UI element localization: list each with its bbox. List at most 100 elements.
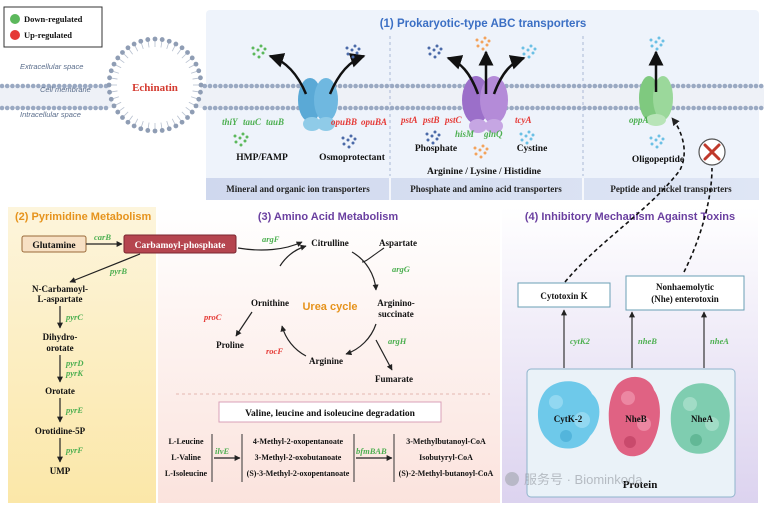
aspartate-label: Aspartate — [379, 238, 417, 248]
echinatin-label: Echinatin — [132, 82, 178, 94]
fumarate-label: Fumarate — [375, 374, 413, 384]
ncarb-label-2: L-aspartate — [38, 294, 83, 304]
legend-down-dot — [10, 14, 20, 24]
substrate-phosphate: Phosphate — [415, 144, 457, 154]
protein-label: Protein — [623, 479, 658, 491]
arrow-orn-cit — [279, 244, 307, 267]
legend-up-dot — [10, 30, 20, 40]
inhibit-x-icon — [698, 138, 726, 166]
molecule-dots — [233, 36, 665, 159]
gene-cytK2: cytK2 — [570, 336, 591, 346]
gene-pstA: pstA — [400, 115, 418, 125]
abc-title: (1) Prokaryotic-type ABC transporters — [380, 18, 587, 30]
gene-pyrE: pyrE — [65, 405, 83, 415]
substrate-aa: Arginine / Lysine / Histidine — [427, 167, 541, 177]
gene-argH: argH — [388, 336, 407, 346]
ump-label: UMP — [50, 466, 71, 476]
substrate-osmo: Osmoprotectant — [319, 153, 386, 163]
amino-title: (3) Amino Acid Metabolism — [258, 211, 399, 223]
substrate-hmp: HMP/FAMP — [236, 153, 288, 163]
pyrimidine-panel-bg — [8, 207, 156, 503]
gene-nheA: nheA — [710, 336, 729, 346]
gene-ilvE: ilvE — [215, 446, 229, 456]
vli-right-1: Isobutyryl-CoA — [419, 453, 473, 462]
gene-hisM: hisM — [455, 129, 475, 139]
protein-nhea-label: NheA — [691, 414, 713, 424]
legend: Down-regulated Up-regulated — [3, 6, 103, 48]
pyrimidine-title: (2) Pyrimidine Metabolism — [15, 211, 152, 223]
cytotoxin-box — [517, 282, 611, 308]
gene-argF: argF — [262, 234, 280, 244]
arrow-phosphate — [446, 55, 480, 95]
gene-rocF: rocF — [266, 346, 283, 356]
category-bar — [206, 178, 759, 200]
vli-right-2: (S)-2-Methyl-butanoyl-CoA — [399, 469, 494, 478]
orotate-label: Orotate — [45, 386, 75, 396]
toxin-title: (4) Inhibitory Mechanism Against Toxins — [525, 211, 735, 223]
dashed-cytotoxin-to-oppA — [564, 117, 685, 283]
gene-opuBA: opuBA — [361, 117, 387, 127]
ncarb-label-1: N-Carbamoyl- — [32, 284, 88, 294]
nhe-box — [625, 275, 745, 311]
gene-nheB: nheB — [638, 336, 657, 346]
gene-oppA: oppA — [629, 115, 649, 125]
arrow-osmo-out — [328, 53, 366, 95]
echinatin-vesicle — [106, 36, 204, 134]
gene-pyrK: pyrK — [65, 368, 84, 378]
arrow-argF — [237, 241, 303, 251]
transporter-peptide — [639, 76, 673, 126]
extracellular-label: Extracellular space — [20, 62, 83, 71]
arrow-cystine — [492, 55, 526, 95]
dashed-nhe-to-oppA — [683, 167, 713, 273]
gene-tauB: tauB — [266, 117, 284, 127]
nhe-label-1: Nonhaemolytic — [656, 282, 714, 292]
protein-cytk2-blob — [537, 381, 600, 449]
dihydro-label-2: orotate — [46, 343, 73, 353]
carbamoyl-label: Carbamoyl-phosphate — [135, 241, 226, 251]
citrulline-label: Citrulline — [311, 238, 349, 248]
protein-nheb-label: NheB — [625, 414, 647, 424]
watermark: 服务号 · Biominkoda — [505, 472, 643, 487]
gene-thiY: thiY — [222, 117, 239, 127]
watermark-text: 服务号 · Biominkoda — [524, 472, 643, 487]
arrow-rocF — [280, 325, 307, 357]
vli-mid-2: (S)-3-Methyl-2-oxopentanoate — [247, 469, 350, 478]
dihydro-label-1: Dihydro- — [43, 332, 78, 342]
gene-pyrB: pyrB — [109, 266, 127, 276]
intracellular-label: Intracellular space — [20, 110, 81, 119]
gene-tauC: tauC — [243, 117, 262, 127]
gene-glnQ: glnQ — [483, 129, 503, 139]
argsucc-label-1: Arginino- — [377, 298, 415, 308]
argsucc-label-2: succinate — [378, 309, 414, 319]
cytotoxin-label: Cytotoxin K — [540, 291, 587, 301]
urea-cycle-label: Urea cycle — [302, 301, 357, 313]
protein-cytk2-label: CytK-2 — [554, 414, 583, 424]
proline-label: Proline — [216, 340, 244, 350]
substrate-cystine: Cystine — [517, 144, 548, 154]
glutamine-label: Glutamine — [32, 241, 75, 251]
gene-carB: carB — [94, 232, 111, 242]
protein-nhea-blob — [670, 383, 730, 454]
ornithine-label: Ornithine — [251, 298, 289, 308]
carbamoyl-box — [123, 234, 237, 254]
gene-pstC: pstC — [444, 115, 463, 125]
vli-mid-1: 3-Methyl-2-oxobutanoate — [255, 453, 342, 462]
category-phosphate-aa: Phosphate and amino acid transporters — [410, 184, 562, 194]
vli-title: Valine, leucine and isoleucine degradati… — [245, 409, 416, 419]
arrow-hmp-out — [268, 53, 308, 95]
category-peptide: Peptide and nickel transporters — [610, 184, 732, 194]
gene-bfmBAB: bfmBAB — [356, 446, 387, 456]
vli-title-box — [218, 401, 442, 423]
arrow-carbamoyl-ncarb — [69, 253, 141, 283]
vli-left-2: L-Isoleucine — [165, 469, 208, 478]
arrow-argG — [345, 323, 377, 356]
vli-right-0: 3-Methylbutanoyl-CoA — [406, 437, 486, 446]
membrane-label: Cell membrane — [40, 85, 91, 94]
category-mineral: Mineral and organic ion transporters — [226, 184, 370, 194]
gene-pyrF: pyrF — [65, 445, 83, 455]
vli-left-1: L-Valine — [171, 453, 201, 462]
orotidine-label: Orotidine-5P — [35, 426, 86, 436]
vli-left-0: L-Leucine — [168, 437, 204, 446]
gene-pyrC: pyrC — [65, 312, 83, 322]
